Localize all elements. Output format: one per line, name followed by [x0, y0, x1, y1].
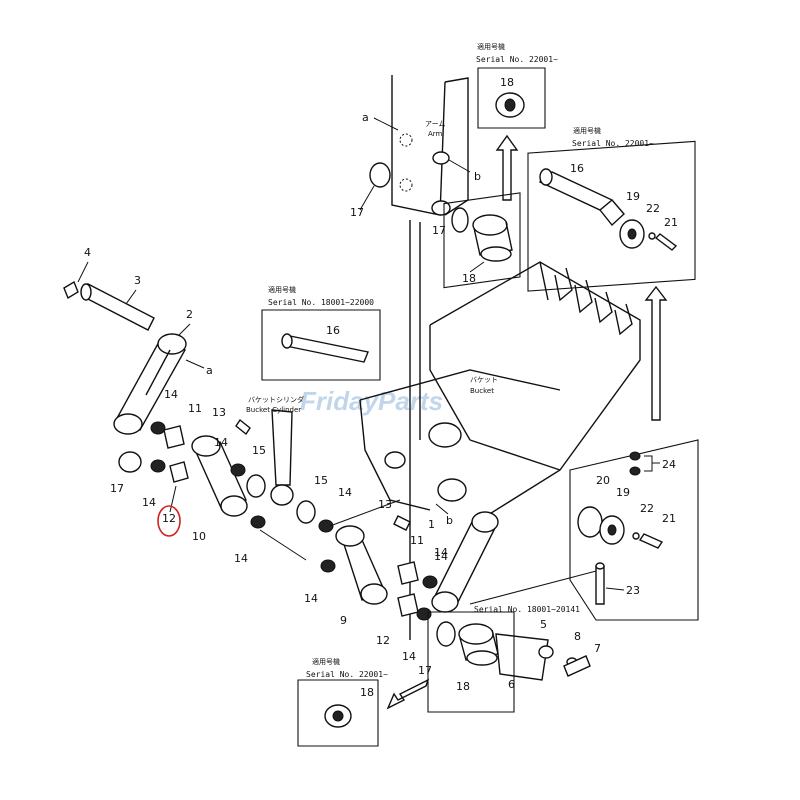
callout-14-b: 14 [142, 496, 156, 509]
callout-5: 5 [540, 618, 547, 631]
callout-3: 3 [134, 274, 141, 287]
svg-text:Serial No. 22001~: Serial No. 22001~ [476, 55, 558, 64]
callout-21-lower: 21 [662, 512, 676, 525]
svg-text:Serial No. 22001~: Serial No. 22001~ [306, 670, 388, 679]
seal-14-b [150, 459, 166, 473]
callout-14-h: 14 [402, 650, 416, 663]
bucket-cylinder [270, 409, 294, 506]
callout-12-left: 12 [162, 512, 176, 525]
bushing-12-left [169, 461, 189, 483]
callout-13-left: 13 [212, 406, 226, 419]
o-ring-17 [369, 162, 391, 188]
callout-20: 20 [596, 474, 610, 487]
bushing-18-lower [458, 623, 499, 666]
callout-6: 6 [508, 678, 515, 691]
callout-14-g: 14 [434, 546, 448, 559]
callout-22-right: 22 [646, 202, 660, 215]
callout-14-d: 14 [234, 552, 248, 565]
serial-box-bottom: 適用号機 Serial No. 22001~ [297, 657, 388, 747]
callout-14-f: 14 [304, 592, 318, 605]
callout-16-left: 16 [326, 324, 340, 337]
callout-13-right: 13 [378, 498, 392, 511]
cyl-label-en: Bucket Cylinder [246, 406, 301, 414]
arm-part [391, 75, 471, 640]
callout-b-mid: b [446, 514, 453, 527]
callout-11-left: 11 [188, 402, 202, 415]
callout-17-lower: 17 [418, 664, 432, 677]
callout-18-lower: 18 [456, 680, 470, 693]
callout-14-i: 14 [434, 550, 448, 563]
callout-8: 8 [574, 630, 581, 643]
bucket-label-en: Bucket [470, 387, 494, 395]
callout-10: 10 [192, 530, 206, 543]
svg-text:適用号機: 適用号機 [573, 126, 601, 135]
svg-text:適用号機: 適用号機 [477, 42, 505, 51]
callout-17-left: 17 [110, 482, 124, 495]
callout-9: 9 [340, 614, 347, 627]
watermark-text: FridayParts [300, 386, 443, 416]
link-2 [113, 333, 187, 435]
callout-17-top: 17 [350, 206, 364, 219]
callout-18-bottom: 18 [360, 686, 374, 699]
callout-18-arm: 18 [462, 272, 476, 285]
callout-a-left: a [206, 364, 213, 377]
callout-1: 1 [428, 518, 435, 531]
callout-2: 2 [186, 308, 193, 321]
arm-label-en: Arm [428, 130, 443, 138]
bucket-part [359, 261, 641, 521]
callout-17-arm: 17 [432, 224, 446, 237]
callout-14-c: 14 [214, 436, 228, 449]
callout-19-lower: 19 [616, 486, 630, 499]
callout-7: 7 [594, 642, 601, 655]
link-9 [335, 525, 388, 605]
callout-24: 24 [662, 458, 676, 471]
svg-text:Serial No. 22001~: Serial No. 22001~ [572, 139, 654, 148]
serial-box-left: 適用号機 Serial No. 18001~22000 [261, 285, 381, 381]
bushing-11-left [163, 425, 185, 449]
callout-15-center: 15 [314, 474, 328, 487]
serial-label-mid: Serial No. 18001~20141 [474, 605, 580, 614]
serial-box-right: 適用号機 Serial No. 22001~ [527, 126, 696, 292]
highlight-circle-12 [157, 505, 181, 537]
callout-16-right: 16 [570, 162, 584, 175]
link-10 [191, 435, 248, 517]
bushing-11-right [397, 561, 419, 585]
callout-11-right: 11 [410, 534, 424, 547]
callout-12-right: 12 [376, 634, 390, 647]
callout-23: 23 [626, 584, 640, 597]
callout-19-right: 19 [626, 190, 640, 203]
callout-18-top: 18 [500, 76, 514, 89]
link-1 [431, 511, 499, 613]
svg-text:適用号機: 適用号機 [312, 657, 340, 666]
callout-b-top: b [474, 170, 481, 183]
callout-21-right: 21 [664, 216, 678, 229]
callout-a-top: a [362, 111, 369, 124]
bushing-12-right [397, 593, 419, 617]
bucket-label-jp: バケット [470, 376, 498, 384]
seal-14-a [150, 421, 166, 435]
callout-15-left: 15 [252, 444, 266, 457]
callout-22-lower: 22 [640, 502, 654, 515]
callout-4: 4 [84, 246, 91, 259]
serial-box-top: 適用号機 Serial No. 22001~ [476, 42, 558, 129]
svg-text:適用号機: 適用号機 [268, 285, 296, 294]
pin-3 [80, 283, 155, 331]
callout-14-a: 14 [164, 388, 178, 401]
arm-label-jp: アーム [425, 120, 445, 128]
bushing-18-arm [472, 214, 513, 262]
callout-14-e: 14 [338, 486, 352, 499]
svg-text:Serial No. 18001~22000: Serial No. 18001~22000 [268, 298, 374, 307]
cyl-label-jp: バケットシリンダ [248, 395, 304, 404]
